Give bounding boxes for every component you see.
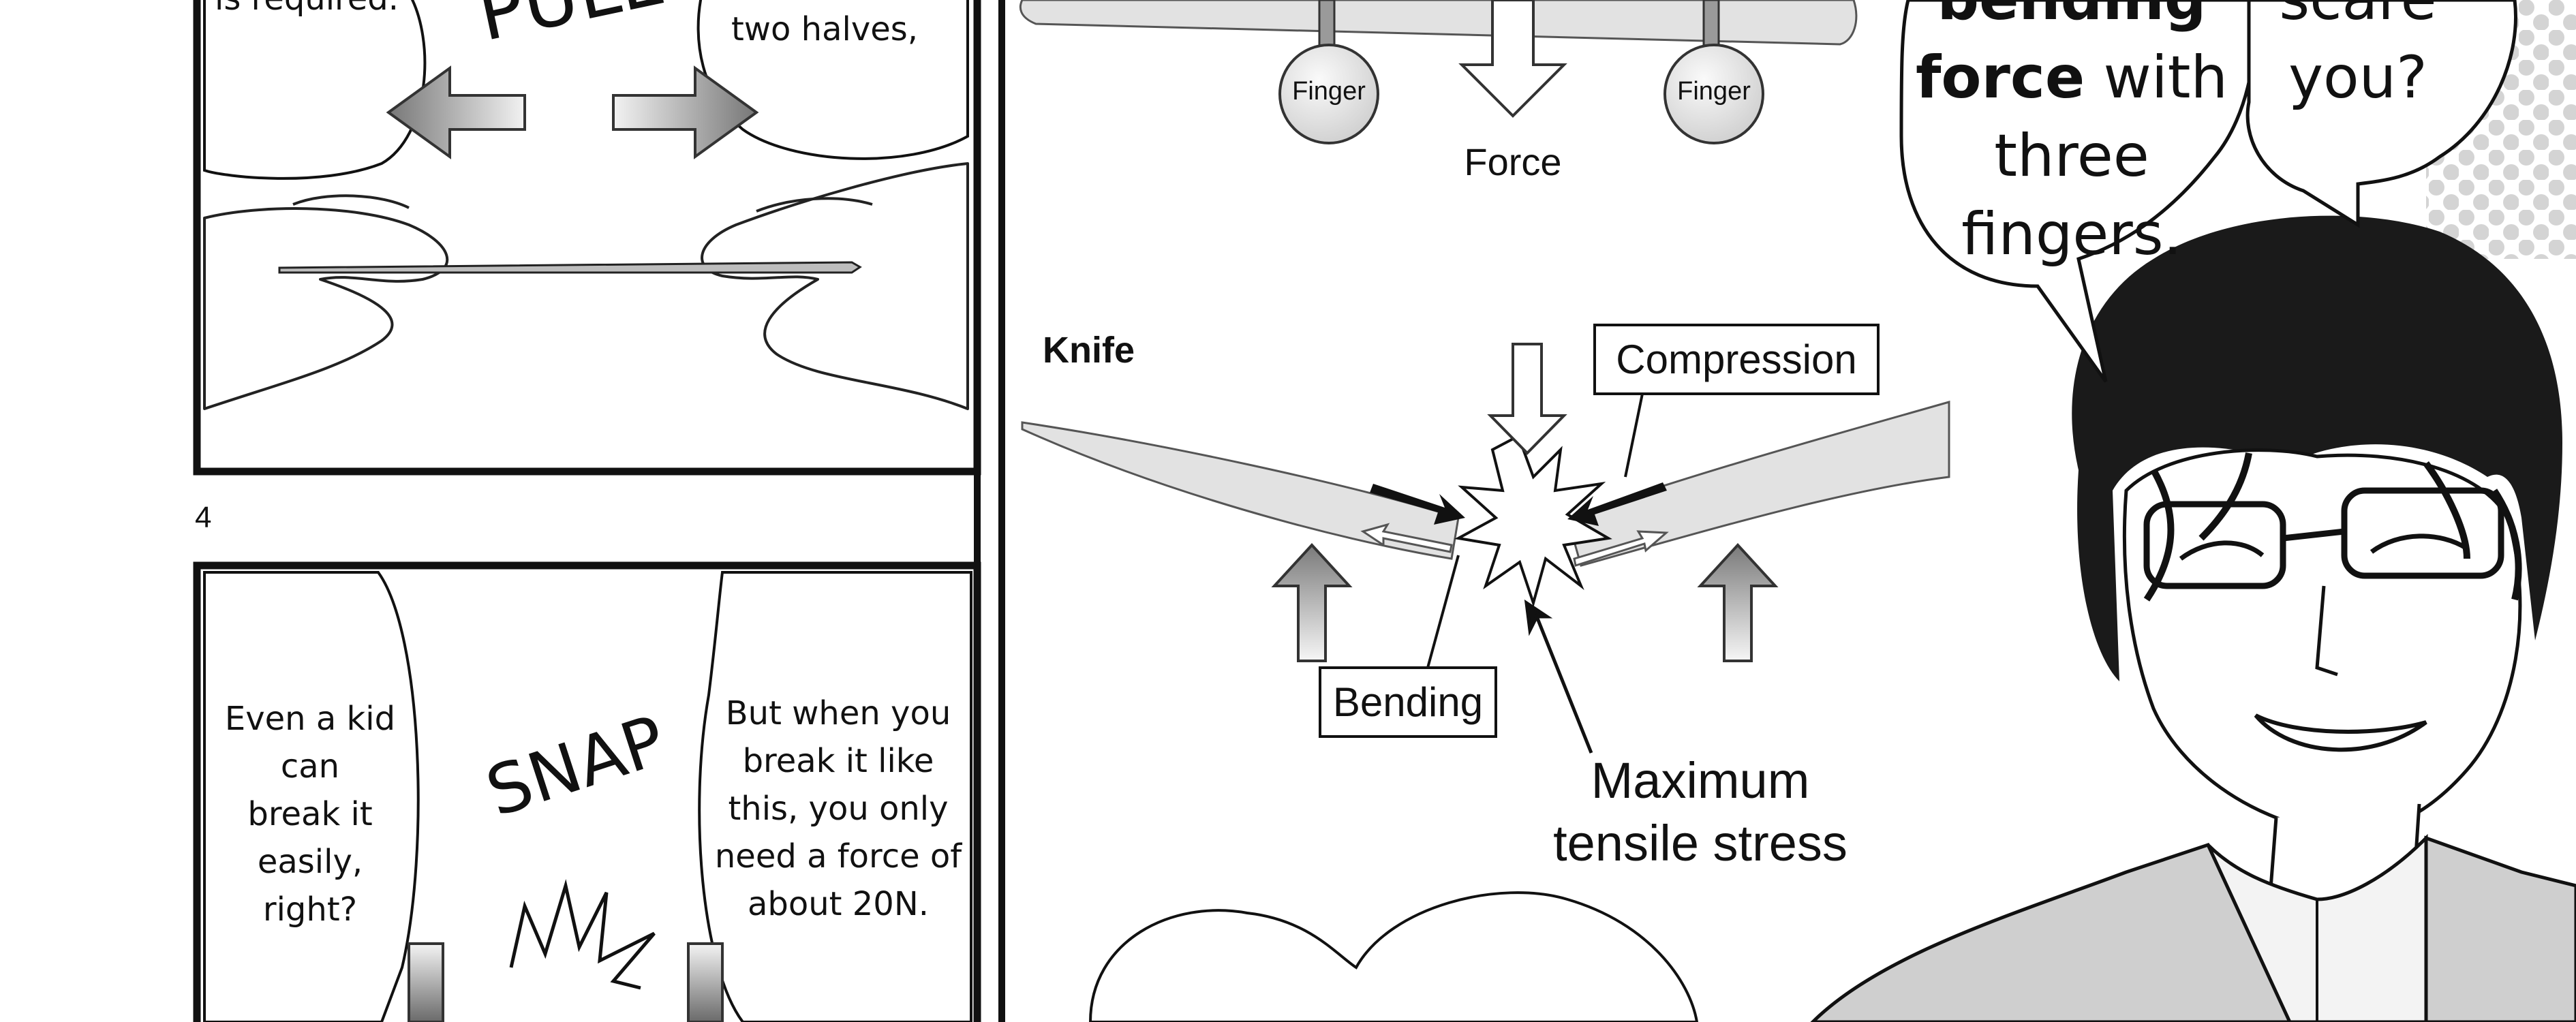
bubble-bottom-left-line-4: easily, [257,843,363,881]
glasses-bridge [2282,528,2345,542]
page-number: 4 [195,501,212,534]
bubble-right-line-2-bold: force [1915,44,2085,112]
pull-arrow-right [612,65,759,159]
finger-circle-right [1663,44,1764,144]
bubble-right-line-4: fingers. [1961,200,2182,268]
support-arrow-up-right [1697,543,1779,662]
snap-arrow-right [687,942,724,1022]
compression-arrow-left-black [1370,484,1465,525]
bubble-bottom-right-line-5: about 20N. [748,885,929,923]
bubble-bottom-left-shape [203,571,420,1022]
glasses-left-lens [2143,501,2286,589]
max-stress-leader [1524,599,1593,754]
bubble-right-line-2-rest: with [2085,44,2228,112]
bubble-top-left-text: is required. [204,0,409,21]
compression-arrow-down [1487,343,1567,455]
bubble-right-side-line-1: scare [2242,0,2474,39]
finger-circle-left [1278,44,1379,144]
max-stress-line-2: tensile stress [1553,815,1847,871]
bubble-bottom-right-line-4: need a force of [714,837,962,876]
bubble-bottom-center-shape [1088,891,1699,1022]
bubble-bottom-left-line-2: can [280,747,340,786]
character-face [2122,448,2522,835]
nose [2315,585,2338,677]
fracture-burst [1454,434,1612,608]
bubble-bottom-right-line-1: But when you [725,694,951,732]
bubble-bottom-left-text: Even a kid can break it easily, right? [204,695,416,933]
pull-arrow-left [386,65,526,159]
bubble-bottom-right-text: But when you break it like this, you onl… [695,690,981,928]
max-stress-label: Maximum tensile stress [1527,749,1874,875]
snap-arrow-left [408,942,444,1022]
knife-title: Knife [1043,330,1135,371]
compression-arrow-right-black [1567,482,1667,526]
knife-top-blade [1019,0,1858,46]
bending-label: Bending [1319,666,1497,738]
bubble-right-side-shape [2245,0,2517,228]
bubble-right-main-shape [1899,0,2256,383]
bubble-top-left-shape [203,0,427,180]
bubble-right-side-text: scare you? [2242,0,2474,117]
bending-arrow-left [1360,523,1453,553]
force-label: Force [1464,140,1562,183]
knife-left-blade [1021,421,1460,560]
bubble-bottom-right-shape [698,571,972,1022]
character-hair [2072,215,2562,682]
force-arrow-down [1458,0,1567,118]
eye-left [2179,540,2265,561]
compression-leader [1624,393,1644,478]
bubble-right-line-1-bold: bending [1937,0,2207,33]
bubble-right-line-3: three [1994,122,2149,190]
bending-leader [1426,555,1460,668]
bubble-right-line-1: bending [1908,0,2235,39]
toothpick [278,261,862,274]
bubble-right-line-2: force with [1908,39,2235,117]
hands-drawing [203,162,969,410]
bubble-right-side-line-2: you? [2288,44,2427,112]
max-stress-line-1: Maximum [1591,752,1810,809]
finger-label-right: Finger [1677,77,1751,106]
eye-right [2370,533,2468,554]
mouth [2254,713,2427,752]
bubble-bottom-left-line-5: right? [262,891,358,929]
snap-burst [509,879,656,990]
bubble-bottom-left-line-1: Even a kid [224,700,396,738]
bubble-bottom-left-line-3: break it [247,795,373,833]
bubble-bottom-right-line-2: break it like [742,742,934,780]
compression-label: Compression [1593,324,1880,395]
knife-right-blade [1566,401,1950,567]
character-sweater-right [2410,835,2576,1022]
finger-label-left: Finger [1292,77,1366,106]
bubble-right-main-text: bending force with three fingers. [1908,0,2235,274]
support-arrow-up-left [1271,543,1353,662]
bubble-bottom-right-line-3: this, you only [728,790,949,828]
bending-arrow-right [1573,530,1669,567]
bubble-top-right-text: two halves, [731,10,919,48]
bubble-top-right-shape [696,0,969,160]
